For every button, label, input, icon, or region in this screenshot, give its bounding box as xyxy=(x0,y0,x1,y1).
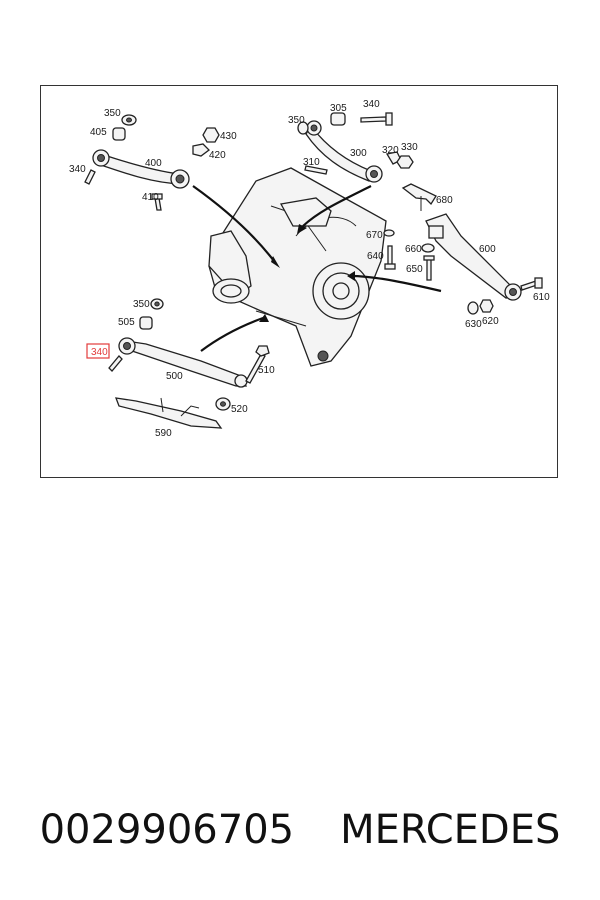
callout-label: 420 xyxy=(209,150,226,161)
callout-label: 680 xyxy=(436,195,453,206)
control-arm-500 xyxy=(118,337,248,388)
bushing-405 xyxy=(112,127,126,141)
bolt-510 xyxy=(245,345,270,384)
arrowhead-400 xyxy=(271,256,280,268)
washer-660 xyxy=(421,243,435,253)
bracket-680 xyxy=(401,183,437,211)
product-caption: 0029906705 MERCEDES xyxy=(0,800,600,860)
nut-620 xyxy=(479,299,494,313)
arrow-600-to-carrier xyxy=(350,274,442,293)
control-arm-400 xyxy=(92,149,190,189)
nut-420 xyxy=(192,143,210,157)
callout-label: 510 xyxy=(258,365,275,376)
callout-label: 310 xyxy=(303,157,320,168)
bracket-590 xyxy=(115,397,223,429)
bolt-310 xyxy=(304,165,328,175)
washer-520 xyxy=(215,397,231,411)
washer-350-lower xyxy=(150,298,164,310)
part-number: 0029906705 xyxy=(39,807,295,853)
callout-label: 350 xyxy=(104,108,121,119)
callout-label: 430 xyxy=(220,131,237,142)
bushing-505 xyxy=(139,316,153,330)
callout-label: 520 xyxy=(231,404,248,415)
diagram-canvas: 350 405 400 430 420 340 410 305 340 350 … xyxy=(69,99,550,439)
wheel-carrier-assembly xyxy=(208,167,387,367)
callout-label: 350 xyxy=(288,115,305,126)
nut-330 xyxy=(396,155,414,169)
exploded-view-diagram: 350 405 400 430 420 340 410 305 340 350 … xyxy=(40,85,558,478)
arrowhead-500 xyxy=(259,314,269,322)
bolt-340-top-right xyxy=(360,112,393,126)
callout-label: 300 xyxy=(350,148,367,159)
callout-label: 505 xyxy=(118,317,135,328)
callout-label: 340 xyxy=(69,164,86,175)
callout-label highlighted-callout: 340 xyxy=(91,347,108,358)
callout-label: 670 xyxy=(366,230,383,241)
bolt-610 xyxy=(520,277,543,291)
washer-350-top-left xyxy=(121,114,137,126)
bolt-640 xyxy=(384,245,396,270)
bolt-650 xyxy=(423,255,435,281)
callout-label: 630 xyxy=(465,319,482,330)
callout-label: 400 xyxy=(145,158,162,169)
control-arm-600 xyxy=(425,213,522,301)
bushing-305 xyxy=(330,112,346,126)
highlight-box-340 xyxy=(86,343,110,359)
callout-label: 320 xyxy=(382,145,399,156)
arrowhead-600 xyxy=(347,271,355,281)
nut-430 xyxy=(202,127,220,143)
callout-label: 340 xyxy=(363,99,380,110)
bolt-410 xyxy=(151,193,163,211)
callout-label: 500 xyxy=(166,371,183,382)
arrow-400-to-carrier xyxy=(192,185,275,262)
callout-label: 610 xyxy=(533,292,550,303)
callout-label: 600 xyxy=(479,244,496,255)
bolt-340-lower xyxy=(108,355,123,372)
arrowhead-300 xyxy=(297,224,307,234)
washer-630 xyxy=(467,301,479,315)
washer-350-top-right xyxy=(297,121,309,135)
arrow-500-to-carrier xyxy=(200,316,264,352)
callout-label: 620 xyxy=(482,316,499,327)
callout-label: 330 xyxy=(401,142,418,153)
callout-label: 410 xyxy=(142,192,159,203)
callout-label: 640 xyxy=(367,251,384,262)
washer-670 xyxy=(383,229,395,237)
callout-label: 305 xyxy=(330,103,347,114)
callout-label: 405 xyxy=(90,127,107,138)
callout-label: 350 xyxy=(133,299,150,310)
arrow-300-to-carrier xyxy=(302,185,372,227)
bolt-340-top-left xyxy=(84,169,96,185)
callout-label: 650 xyxy=(406,264,423,275)
callout-label: 590 xyxy=(155,428,172,439)
callout-label: 660 xyxy=(405,244,422,255)
brand-name: MERCEDES xyxy=(340,807,561,853)
